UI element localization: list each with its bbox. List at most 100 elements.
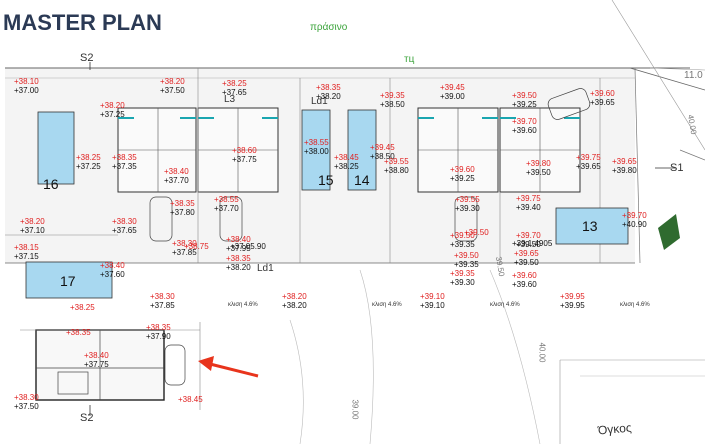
pool-17 (25, 261, 113, 299)
level-top: +38.30 (112, 217, 137, 226)
level-top: +39.35 (380, 91, 405, 100)
level-top: +38.25 (70, 303, 95, 312)
pointer-arrow (209, 362, 259, 378)
level-bottom: +39.35 (454, 260, 479, 269)
level-top: +38.35 (66, 328, 91, 337)
pool-number: 14 (354, 172, 370, 188)
level-top: +38.55 (214, 195, 239, 204)
level-bottom: +37.50 (14, 402, 39, 411)
arrow-head-icon (198, 356, 214, 371)
level-bottom: +38.25 (334, 162, 359, 171)
level-bottom: +39.95 (560, 301, 585, 310)
level-bottom: +38.20 (316, 92, 341, 101)
level-top: +39.10 (420, 292, 445, 301)
level-bottom: +38.50 (380, 100, 405, 109)
car-outline (547, 88, 591, 120)
level-top: +38.30 (172, 239, 197, 248)
pool-number: 16 (43, 176, 59, 192)
level-bottom: +37.90 (146, 332, 171, 341)
level-mark: +38.75 (184, 242, 209, 251)
level-top: +39.75 (516, 194, 541, 203)
pool-16 (37, 111, 75, 185)
level-mark: +39.1.4905 (512, 239, 553, 248)
level-top: +39.60 (590, 89, 615, 98)
level-bottom: +39.30 (455, 204, 480, 213)
level-top: +38.20 (20, 217, 45, 226)
level-top: +39.70 (512, 117, 537, 126)
level-bottom: +39.10 (420, 301, 445, 310)
level-top: +38.25 (222, 79, 247, 88)
car-outline (149, 196, 173, 242)
level-top: +38.45 (334, 153, 359, 162)
level-bottom: +39.25 (450, 174, 475, 183)
level-bottom: +37.75 (84, 360, 109, 369)
level-bottom: +37.80 (170, 208, 195, 217)
level-top: +38.20 (160, 77, 185, 86)
level-bottom: +39.60 (512, 126, 537, 135)
level-bottom: +39.50 (526, 168, 551, 177)
level-bottom: +37.65 (112, 226, 137, 235)
level-bottom: +37.25 (100, 110, 125, 119)
level-bottom: +38.20 (226, 263, 251, 272)
level-top: +38.35 (112, 153, 137, 162)
level-top: +39.45 (440, 83, 465, 92)
level-top: +39.80 (526, 159, 551, 168)
level-top: +39.75 (576, 153, 601, 162)
level-top: +38.30 (150, 292, 175, 301)
level-top: +39.70 (516, 231, 541, 240)
level-bottom: +37.50 (160, 86, 185, 95)
level-bottom: +38.80 (384, 166, 409, 175)
level-bottom: +37.85 (150, 301, 175, 310)
section-label: S1 (670, 162, 684, 174)
level-top: +38.40 (100, 261, 125, 270)
car-outline (219, 196, 243, 242)
level-bottom: +39.25 (512, 100, 537, 109)
level-bottom: +37.65 (222, 88, 247, 97)
zone-mark: тц (404, 54, 415, 65)
pool-13 (555, 207, 629, 245)
level-top: +39.55 (384, 157, 409, 166)
level-bottom: +37.35 (112, 162, 137, 171)
section-label: S2 (80, 412, 94, 424)
pool-number: 15 (318, 172, 334, 188)
level-top: +38.10 (14, 77, 39, 86)
pool-14 (347, 109, 377, 191)
level-mark: +37.05.90 (230, 242, 266, 251)
level-top: +39.70 (622, 211, 647, 220)
level-bottom: +39.50 (516, 240, 541, 249)
level-bottom: +38.50 (370, 152, 395, 161)
level-top: +39.55 (455, 195, 480, 204)
level-top: +38.45 (178, 395, 203, 404)
level-top: +39.50 (450, 231, 475, 240)
level-top: +38.40 (164, 167, 189, 176)
level-bottom: +39.40 (516, 203, 541, 212)
contour-label: 11.0 (684, 70, 703, 81)
slope-label: κλιση 4.6% (620, 302, 650, 308)
slope-label: κλιση 4.6% (490, 302, 520, 308)
page-title: MASTER PLAN (3, 10, 162, 35)
level-bottom: +39.65 (576, 162, 601, 171)
pool-number: 13 (582, 218, 598, 234)
level-top: +39.50 (454, 251, 479, 260)
level-top: +39.65 (612, 157, 637, 166)
level-bottom: +37.70 (214, 204, 239, 213)
pool-number: 17 (60, 273, 76, 289)
level-bottom: +37.75 (232, 155, 257, 164)
level-top: +38.30 (14, 393, 39, 402)
slope-label: κλιση 4.6% (228, 302, 258, 308)
level-mark: +39.50 (464, 228, 489, 237)
section-label: Ld1 (257, 263, 274, 274)
level-top: +39.50 (512, 91, 537, 100)
level-bottom: +39.50 (514, 258, 539, 267)
level-top: +39.60 (450, 165, 475, 174)
section-label: L3 (224, 94, 236, 105)
level-top: +38.25 (76, 153, 101, 162)
level-top: +39.65 (514, 249, 539, 258)
level-top: +39.35 (450, 269, 475, 278)
zone-label: πράσινο (310, 22, 348, 33)
car-outline (454, 196, 478, 242)
slope-label: κλιση 4.6% (372, 302, 402, 308)
level-bottom: +39.00 (440, 92, 465, 101)
level-bottom: +37.85 (172, 248, 197, 257)
